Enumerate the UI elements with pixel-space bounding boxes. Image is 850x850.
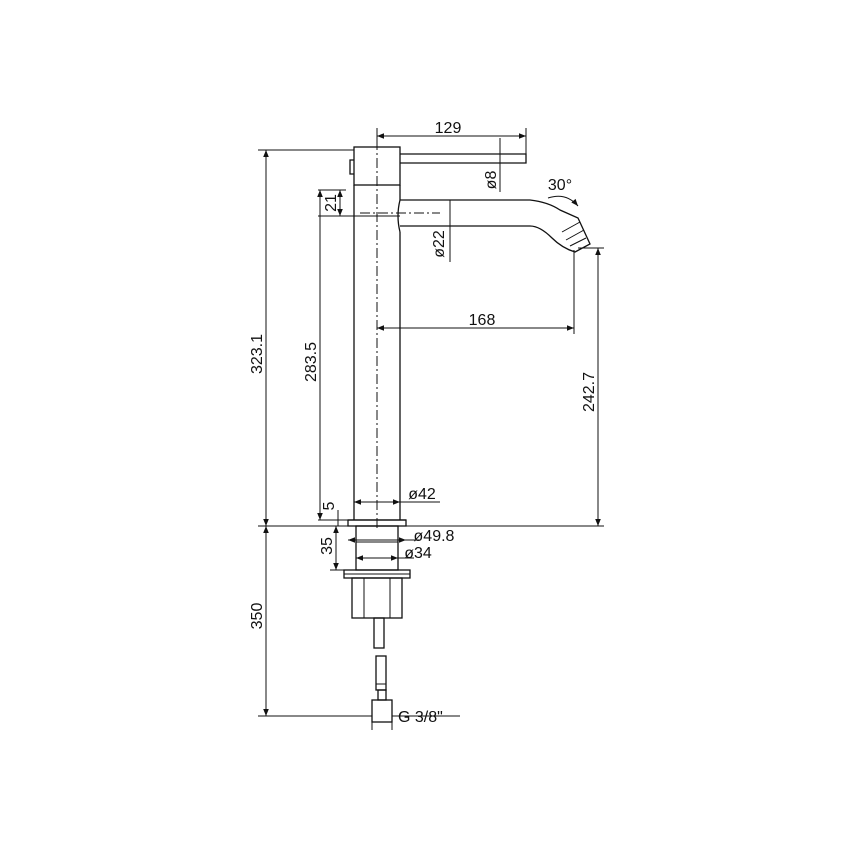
label-lever-length: 129 xyxy=(435,120,462,137)
label-base-diameter: ø49.8 xyxy=(414,528,455,545)
label-spout-offset: 21 xyxy=(323,194,340,212)
label-shank-height: 35 xyxy=(319,537,336,555)
label-base-height: 5 xyxy=(321,501,338,510)
hose-connector-nut xyxy=(371,699,393,723)
lever-cap-side-knob xyxy=(349,159,354,175)
hose-connector-neck xyxy=(377,689,387,701)
label-outlet-height: 242.7 xyxy=(581,372,598,412)
body-column xyxy=(353,185,401,520)
label-spout-angle: 30° xyxy=(548,177,572,194)
label-spout-height: 283.5 xyxy=(303,342,320,382)
shank xyxy=(355,525,399,571)
label-total-height: 323.1 xyxy=(249,334,266,374)
lever-handle xyxy=(400,153,527,164)
dim-spout-angle xyxy=(547,195,579,207)
dimension-lines xyxy=(258,128,604,730)
hex-nut xyxy=(351,577,403,619)
label-connection-thread: G 3/8" xyxy=(398,709,443,726)
spout xyxy=(400,199,591,253)
label-shank-diameter: ø34 xyxy=(404,545,432,562)
label-lever-diameter: ø8 xyxy=(483,171,500,190)
label-spout-diameter: ø22 xyxy=(431,230,448,258)
label-spout-reach: 168 xyxy=(469,312,496,329)
hose-upper xyxy=(373,617,385,649)
hose-lower xyxy=(375,655,387,691)
label-body-diameter: ø42 xyxy=(408,486,436,503)
label-hose-length: 350 xyxy=(249,603,266,630)
spout-aerator xyxy=(561,221,587,247)
faucet-outline xyxy=(343,146,591,723)
dimension-labels: 129 ø8 30° 21 ø22 168 323.1 283.5 242.7 … xyxy=(249,120,598,726)
